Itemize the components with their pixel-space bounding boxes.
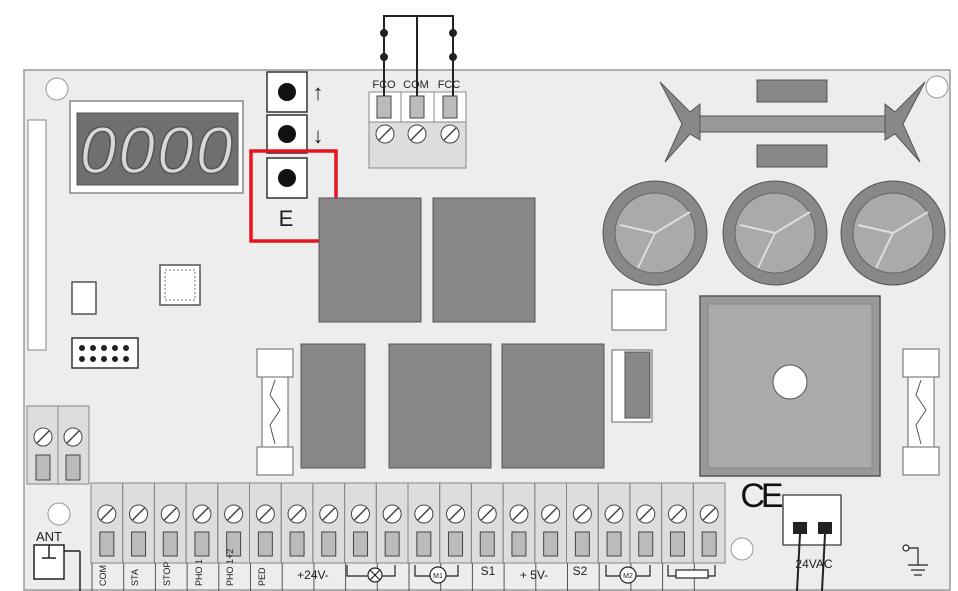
power-connector: [782, 494, 842, 591]
terminal-screw: [344, 482, 377, 591]
motor-1-label: M1: [433, 573, 443, 580]
lamp-icon: [346, 565, 396, 583]
capacitor: [722, 180, 828, 286]
terminal-screw: [502, 482, 536, 591]
up-arrow-icon: ↑: [313, 80, 324, 105]
button-down[interactable]: [266, 114, 308, 154]
mounting-hole: [925, 75, 949, 99]
relay: [388, 343, 492, 469]
terminal-screw: [661, 482, 694, 591]
terminal-label-s1: S1: [481, 564, 496, 578]
terminal-screw: [122, 482, 155, 591]
terminal-screw: [692, 482, 726, 591]
terminal-label-24v: +24V-: [297, 568, 329, 582]
bottom-terminal-strip: [90, 482, 726, 591]
motor-1-icon: [414, 565, 459, 584]
terminal-screw: [566, 482, 599, 591]
terminal-label-5v: + 5V-: [520, 568, 548, 582]
heatsink-inductor: [659, 79, 926, 168]
relay: [432, 197, 536, 323]
side-connector-strip: [27, 119, 47, 351]
terminal-label-com: COM: [98, 565, 108, 586]
relay-label-fcc: FCC: [438, 79, 461, 91]
microcontroller-chip: [159, 264, 201, 306]
fuse: [256, 348, 294, 476]
display-digits: 0000: [80, 113, 235, 187]
relay: [501, 343, 605, 469]
relay-contact-block: [368, 91, 467, 169]
relay: [300, 343, 366, 469]
encoder-icon: [667, 565, 716, 579]
terminal-screw: [470, 482, 504, 591]
terminal-screw: [90, 482, 124, 591]
left-terminal-block: [26, 405, 90, 485]
antenna-label: ANT: [36, 529, 62, 544]
bottom-label-row: COM STA STOP PHO 1 PHO 1+2 PED +24V- S1 …: [98, 549, 588, 586]
button-up[interactable]: [266, 71, 308, 113]
capacitor: [602, 180, 708, 286]
mounting-hole: [45, 77, 69, 101]
down-arrow-icon: ↓: [313, 123, 324, 148]
terminal-label-ped: PED: [257, 567, 267, 586]
transformer: [699, 295, 881, 477]
ce-mark: CE: [740, 477, 783, 515]
pin-header: [71, 337, 139, 369]
component-block: [611, 349, 653, 423]
terminal-screw: [375, 482, 409, 591]
seven-segment-display: 0000: [69, 100, 244, 194]
enter-button-label: E: [279, 206, 294, 231]
highlight-box: [249, 149, 338, 243]
motor-2-label: M2: [623, 573, 633, 580]
terminal-label-s2: S2: [573, 564, 588, 578]
terminal-screw: [217, 482, 251, 591]
terminal-screw: [185, 482, 219, 591]
terminal-screw: [280, 482, 314, 591]
mounting-hole: [47, 502, 71, 526]
terminal-screw: [439, 482, 472, 591]
component-block: [611, 289, 667, 331]
terminal-screw: [407, 482, 441, 591]
capacitor: [840, 180, 946, 286]
terminal-label-sta: STA: [130, 569, 140, 586]
small-chip: [71, 281, 97, 315]
mounting-hole: [730, 537, 754, 561]
antenna-icon: [33, 544, 81, 591]
ground-icon: [902, 544, 928, 576]
terminal-screw: [312, 482, 346, 591]
terminal-label-pho1: PHO 1: [194, 559, 204, 586]
relay-wires: [380, 15, 457, 96]
terminal-label-stop: STOP: [162, 562, 172, 586]
fuse: [902, 348, 940, 476]
relay: [318, 197, 422, 323]
terminal-screw: [249, 482, 282, 591]
power-label: 24VAC: [795, 557, 832, 571]
terminal-label-pho12: PHO 1+2: [225, 549, 235, 586]
button-enter[interactable]: [266, 157, 308, 199]
motor-2-icon: [605, 565, 651, 584]
